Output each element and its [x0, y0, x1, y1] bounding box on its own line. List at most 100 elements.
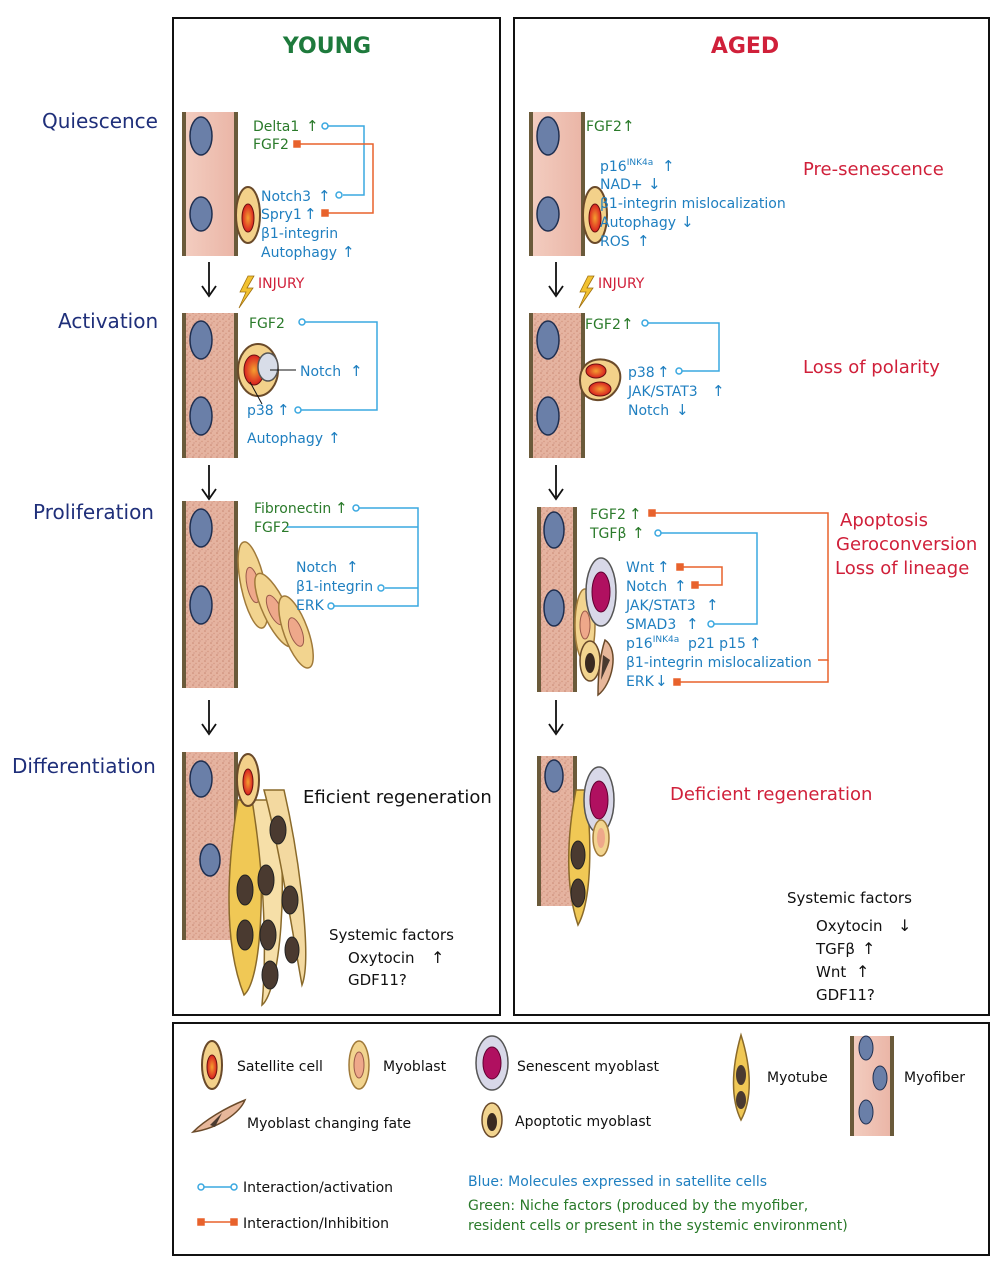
legend-myofiber-icon	[850, 1035, 894, 1136]
young-a-p38: p38	[247, 403, 274, 419]
aged-q-p16: p16INK4a	[600, 158, 653, 175]
young-injury: INJURY	[258, 276, 305, 292]
young-q-notch3-arrow: ↑	[318, 187, 331, 205]
young-quiescence-fiber	[182, 112, 238, 256]
young-myoblasts	[237, 541, 314, 669]
aged-p-notch: Notch	[626, 579, 667, 595]
young-a-fgf2: FGF2	[249, 316, 285, 332]
aged-p-wnt-arrow: ↑	[657, 558, 670, 576]
aged-p-smad3: SMAD3	[626, 617, 676, 633]
legend-changing-label: Myoblast changing fate	[247, 1116, 411, 1132]
aged-systemic-oxytocin: Oxytocin	[816, 917, 883, 935]
young-q-spry1-arrow: ↑	[304, 205, 317, 223]
aged-q-nad-arrow: ↓	[648, 175, 661, 193]
aged-systemic-tgfb: TGFβ	[815, 940, 855, 958]
aged-q-nad: NAD+	[600, 177, 643, 193]
legend-panel	[172, 1022, 990, 1256]
aged-a-p38: p38	[628, 365, 655, 381]
aged-p-p21p15-arrow: ↑	[749, 634, 762, 652]
aged-p-jak: JAK/STAT3	[625, 598, 696, 614]
young-q-fgf2: FGF2	[253, 137, 289, 153]
aged-p-erk: ERK	[626, 674, 655, 690]
legend-green-note-2: resident cells or present in the systemi…	[468, 1218, 848, 1234]
stage-proliferation: Proliferation	[33, 500, 154, 524]
young-a-autophagy-arrow: ↑	[328, 429, 341, 447]
legend-myotube-label: Myotube	[767, 1070, 828, 1086]
young-systemic-oxytocin: Oxytocin	[348, 949, 415, 967]
stage-quiescence: Quiescence	[42, 109, 158, 133]
legend-myoblast-icon	[348, 1040, 370, 1090]
young-a-activation-link	[294, 318, 378, 414]
aged-activation-fiber	[529, 313, 585, 458]
legend-senescent-label: Senescent myoblast	[517, 1059, 660, 1075]
aged-systemic-wnt-arrow: ↑	[856, 962, 869, 981]
young-q-autophagy-arrow: ↑	[342, 243, 355, 261]
young-p-erk: ERK	[296, 598, 325, 614]
young-diff-satellite-cell	[236, 753, 260, 807]
stage-activation: Activation	[58, 309, 158, 333]
legend-apoptotic-icon	[481, 1102, 503, 1138]
aged-q-b1: β1-integrin mislocalization	[600, 196, 786, 212]
young-q-notch3: Notch3	[261, 189, 311, 205]
young-p-notch: Notch	[296, 560, 337, 576]
aged-q-ros-arrow: ↑	[637, 232, 650, 250]
aged-p-jak-arrow: ↑	[706, 596, 719, 614]
aged-systemic-wnt: Wnt	[816, 963, 846, 981]
aged-quiescence-fiber	[529, 112, 585, 256]
legend-satellite-icon	[201, 1040, 223, 1090]
aged-satellite-cell	[582, 186, 608, 244]
legend-green-note-1: Green: Niche factors (produced by the my…	[468, 1198, 808, 1214]
legend-changing-fate-icon	[190, 1098, 247, 1134]
aged-p-inhibition-link	[648, 509, 829, 686]
aged-a-p38-arrow: ↑	[657, 363, 670, 381]
aged-p-status-lineage: Loss of lineage	[835, 558, 969, 579]
aged-a-jak-arrow: ↑	[712, 382, 725, 400]
young-myotubes	[228, 789, 307, 1007]
aged-q-status: Pre-senescence	[803, 159, 944, 180]
young-q-delta1-arrow: ↑	[306, 117, 319, 135]
legend-activation-icon	[197, 1183, 238, 1191]
legend-satellite-label: Satellite cell	[237, 1059, 323, 1075]
aged-p-status-apoptosis: Apoptosis	[840, 510, 928, 531]
aged-q-fgf2: FGF2	[586, 119, 622, 135]
aged-lightning-icon	[578, 275, 595, 309]
young-systemic-title: Systemic factors	[329, 926, 454, 944]
aged-p-fgf2-arrow: ↑	[629, 505, 642, 523]
aged-systemic-oxytocin-arrow: ↓	[898, 916, 911, 935]
aged-a-notch-arrow: ↓	[676, 401, 689, 419]
young-q-activation-link	[321, 122, 365, 199]
young-q-b1: β1-integrin	[261, 226, 338, 242]
young-title: YOUNG	[282, 34, 371, 59]
young-q-inhibition-link	[293, 140, 374, 217]
young-p-b1: β1-integrin	[296, 579, 373, 595]
aged-systemic-title: Systemic factors	[787, 889, 912, 907]
aged-p-p16: p16INK4a	[626, 635, 679, 652]
young-p-fibronectin: Fibronectin	[254, 501, 331, 517]
aged-q-autophagy: Autophagy	[600, 215, 676, 231]
aged-p-notch-arrow: ↑	[674, 577, 687, 595]
aged-p-tgfb: TGFβ	[589, 526, 626, 542]
legend-apoptotic-label: Apoptotic myoblast	[515, 1114, 652, 1130]
young-q-spry1: Spry1	[261, 207, 302, 223]
legend-myotube-icon	[732, 1032, 750, 1122]
young-a-p38-arrow: ↑	[277, 401, 290, 419]
legend-inhibition-icon	[197, 1218, 238, 1226]
aged-p-tgfb-arrow: ↑	[632, 524, 645, 542]
aged-panel	[513, 17, 990, 1016]
aged-title: AGED	[711, 34, 779, 59]
aged-systemic-gdf11: GDF11?	[816, 986, 875, 1004]
aged-a-status: Loss of polarity	[803, 357, 940, 378]
aged-injury: INJURY	[598, 276, 645, 292]
aged-p-wnt: Wnt	[626, 560, 655, 576]
aged-proliferation-fiber	[537, 507, 577, 692]
aged-q-autophagy-arrow: ↓	[681, 213, 694, 231]
aged-q-ros: ROS	[600, 234, 630, 250]
young-lightning-icon	[238, 275, 255, 309]
young-p-fgf2: FGF2	[254, 520, 290, 536]
legend-blue-note: Blue: Molecules expressed in satellite c…	[468, 1174, 767, 1190]
legend-senescent-icon	[475, 1035, 509, 1091]
aged-prolif-cells	[574, 557, 617, 697]
young-q-autophagy: Autophagy	[261, 245, 337, 261]
aged-p-activation-link	[654, 529, 758, 628]
